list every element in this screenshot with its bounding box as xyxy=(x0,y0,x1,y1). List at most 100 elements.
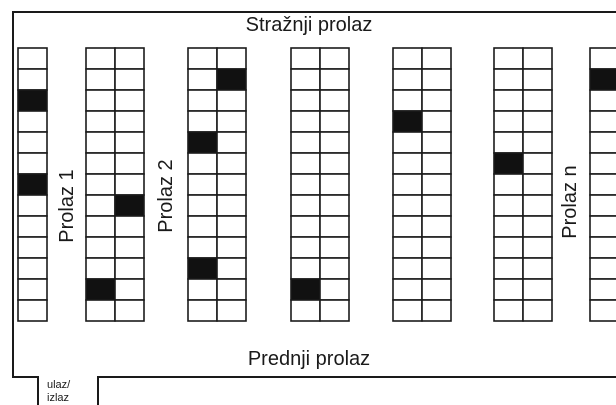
shelf-cell-empty xyxy=(17,47,48,70)
shelf-cell-empty xyxy=(392,215,423,238)
shelf-cell-empty xyxy=(114,173,145,196)
shelf-cell-empty xyxy=(290,131,321,154)
shelf-cell-empty xyxy=(216,299,247,322)
shelf-cell-empty xyxy=(319,257,350,280)
shelf-cell-empty xyxy=(114,68,145,91)
shelf-cell-empty xyxy=(290,257,321,280)
aisle-1-label: Prolaz 1 xyxy=(56,169,78,242)
shelf-cell-empty xyxy=(589,236,616,259)
shelf-cell-empty xyxy=(392,152,423,175)
shelf-cell-occupied xyxy=(493,152,524,175)
shelf-cell-empty xyxy=(589,194,616,217)
shelf-cell-empty xyxy=(17,68,48,91)
shelf-cell-empty xyxy=(319,110,350,133)
shelf-cell-empty xyxy=(85,131,116,154)
shelf-cell-empty xyxy=(421,257,452,280)
shelf-cell-occupied xyxy=(187,131,218,154)
shelf-cell-empty xyxy=(187,236,218,259)
shelf-unit xyxy=(493,47,553,322)
shelf-cell-empty xyxy=(493,194,524,217)
shelf-cell-empty xyxy=(319,131,350,154)
shelf-cell-empty xyxy=(85,89,116,112)
shelf-cell-empty xyxy=(216,194,247,217)
shelf-cell-empty xyxy=(421,194,452,217)
shelf-cell-empty xyxy=(85,68,116,91)
shelf-cell-occupied xyxy=(17,173,48,196)
shelf-cell-empty xyxy=(114,278,145,301)
shelf-unit xyxy=(589,47,616,322)
shelf-cell-empty xyxy=(493,236,524,259)
shelf-cell-empty xyxy=(421,131,452,154)
shelf-cell-empty xyxy=(290,47,321,70)
shelf-cell-empty xyxy=(290,110,321,133)
shelf-cell-empty xyxy=(114,299,145,322)
shelf-cell-empty xyxy=(85,236,116,259)
shelf-cell-empty xyxy=(114,215,145,238)
shelf-cell-empty xyxy=(522,236,553,259)
shelf-cell-empty xyxy=(216,110,247,133)
shelf-cell-empty xyxy=(319,89,350,112)
shelf-cell-empty xyxy=(589,299,616,322)
shelf-cell-empty xyxy=(85,194,116,217)
shelf-cell-empty xyxy=(216,47,247,70)
shelf-cell-empty xyxy=(421,215,452,238)
shelf-cell-empty xyxy=(17,152,48,175)
shelf-cell-empty xyxy=(216,257,247,280)
shelf-cell-empty xyxy=(493,299,524,322)
shelf-cell-empty xyxy=(522,278,553,301)
shelf-cell-empty xyxy=(290,152,321,175)
shelf-cell-empty xyxy=(187,68,218,91)
shelf-cell-empty xyxy=(85,173,116,196)
aisle-n-label: Prolaz n xyxy=(559,165,581,238)
shelf-cell-empty xyxy=(85,152,116,175)
shelf-unit xyxy=(187,47,247,322)
shelf-cell-empty xyxy=(114,47,145,70)
shelf-cell-empty xyxy=(319,236,350,259)
shelf-cell-empty xyxy=(522,131,553,154)
shelf-cell-empty xyxy=(319,215,350,238)
shelf-cell-occupied xyxy=(392,110,423,133)
shelf-cell-empty xyxy=(290,194,321,217)
shelf-cell-empty xyxy=(114,89,145,112)
shelf-cell-empty xyxy=(114,152,145,175)
shelf-cell-empty xyxy=(85,215,116,238)
shelf-cell-occupied xyxy=(17,89,48,112)
shelf-cell-empty xyxy=(522,257,553,280)
shelf-cell-empty xyxy=(522,47,553,70)
shelf-cell-empty xyxy=(589,173,616,196)
shelf-cell-empty xyxy=(17,236,48,259)
shelf-cell-occupied xyxy=(187,257,218,280)
shelf-cell-empty xyxy=(522,299,553,322)
shelf-cell-empty xyxy=(114,236,145,259)
shelf-cell-empty xyxy=(319,152,350,175)
shelf-unit xyxy=(17,47,48,322)
shelf-cell-empty xyxy=(17,131,48,154)
shelf-cell-empty xyxy=(493,173,524,196)
shelf-cell-empty xyxy=(392,194,423,217)
shelf-cell-empty xyxy=(589,131,616,154)
aisle-2-label: Prolaz 2 xyxy=(155,159,177,232)
shelf-cell-occupied xyxy=(216,68,247,91)
shelf-cell-occupied xyxy=(290,278,321,301)
shelf-cell-empty xyxy=(216,236,247,259)
shelf-cell-empty xyxy=(392,173,423,196)
entrance-label-line2: izlaz xyxy=(47,392,69,404)
shelf-cell-empty xyxy=(216,89,247,112)
shelf-cell-empty xyxy=(187,47,218,70)
shelf-cell-empty xyxy=(522,215,553,238)
shelf-cell-empty xyxy=(522,173,553,196)
shelf-cell-empty xyxy=(421,299,452,322)
warehouse-outer-wall xyxy=(12,11,616,405)
back-aisle-label: Stražnji prolaz xyxy=(246,14,373,36)
shelf-cell-empty xyxy=(187,194,218,217)
shelf-cell-empty xyxy=(17,299,48,322)
shelf-cell-empty xyxy=(493,215,524,238)
entrance-label-line1: ulaz/ xyxy=(47,379,71,391)
shelf-cell-empty xyxy=(392,257,423,280)
shelf-cell-empty xyxy=(114,131,145,154)
shelf-cell-empty xyxy=(85,299,116,322)
shelf-cell-empty xyxy=(392,47,423,70)
shelf-cell-empty xyxy=(319,278,350,301)
shelf-cell-empty xyxy=(589,152,616,175)
shelf-cell-empty xyxy=(522,68,553,91)
